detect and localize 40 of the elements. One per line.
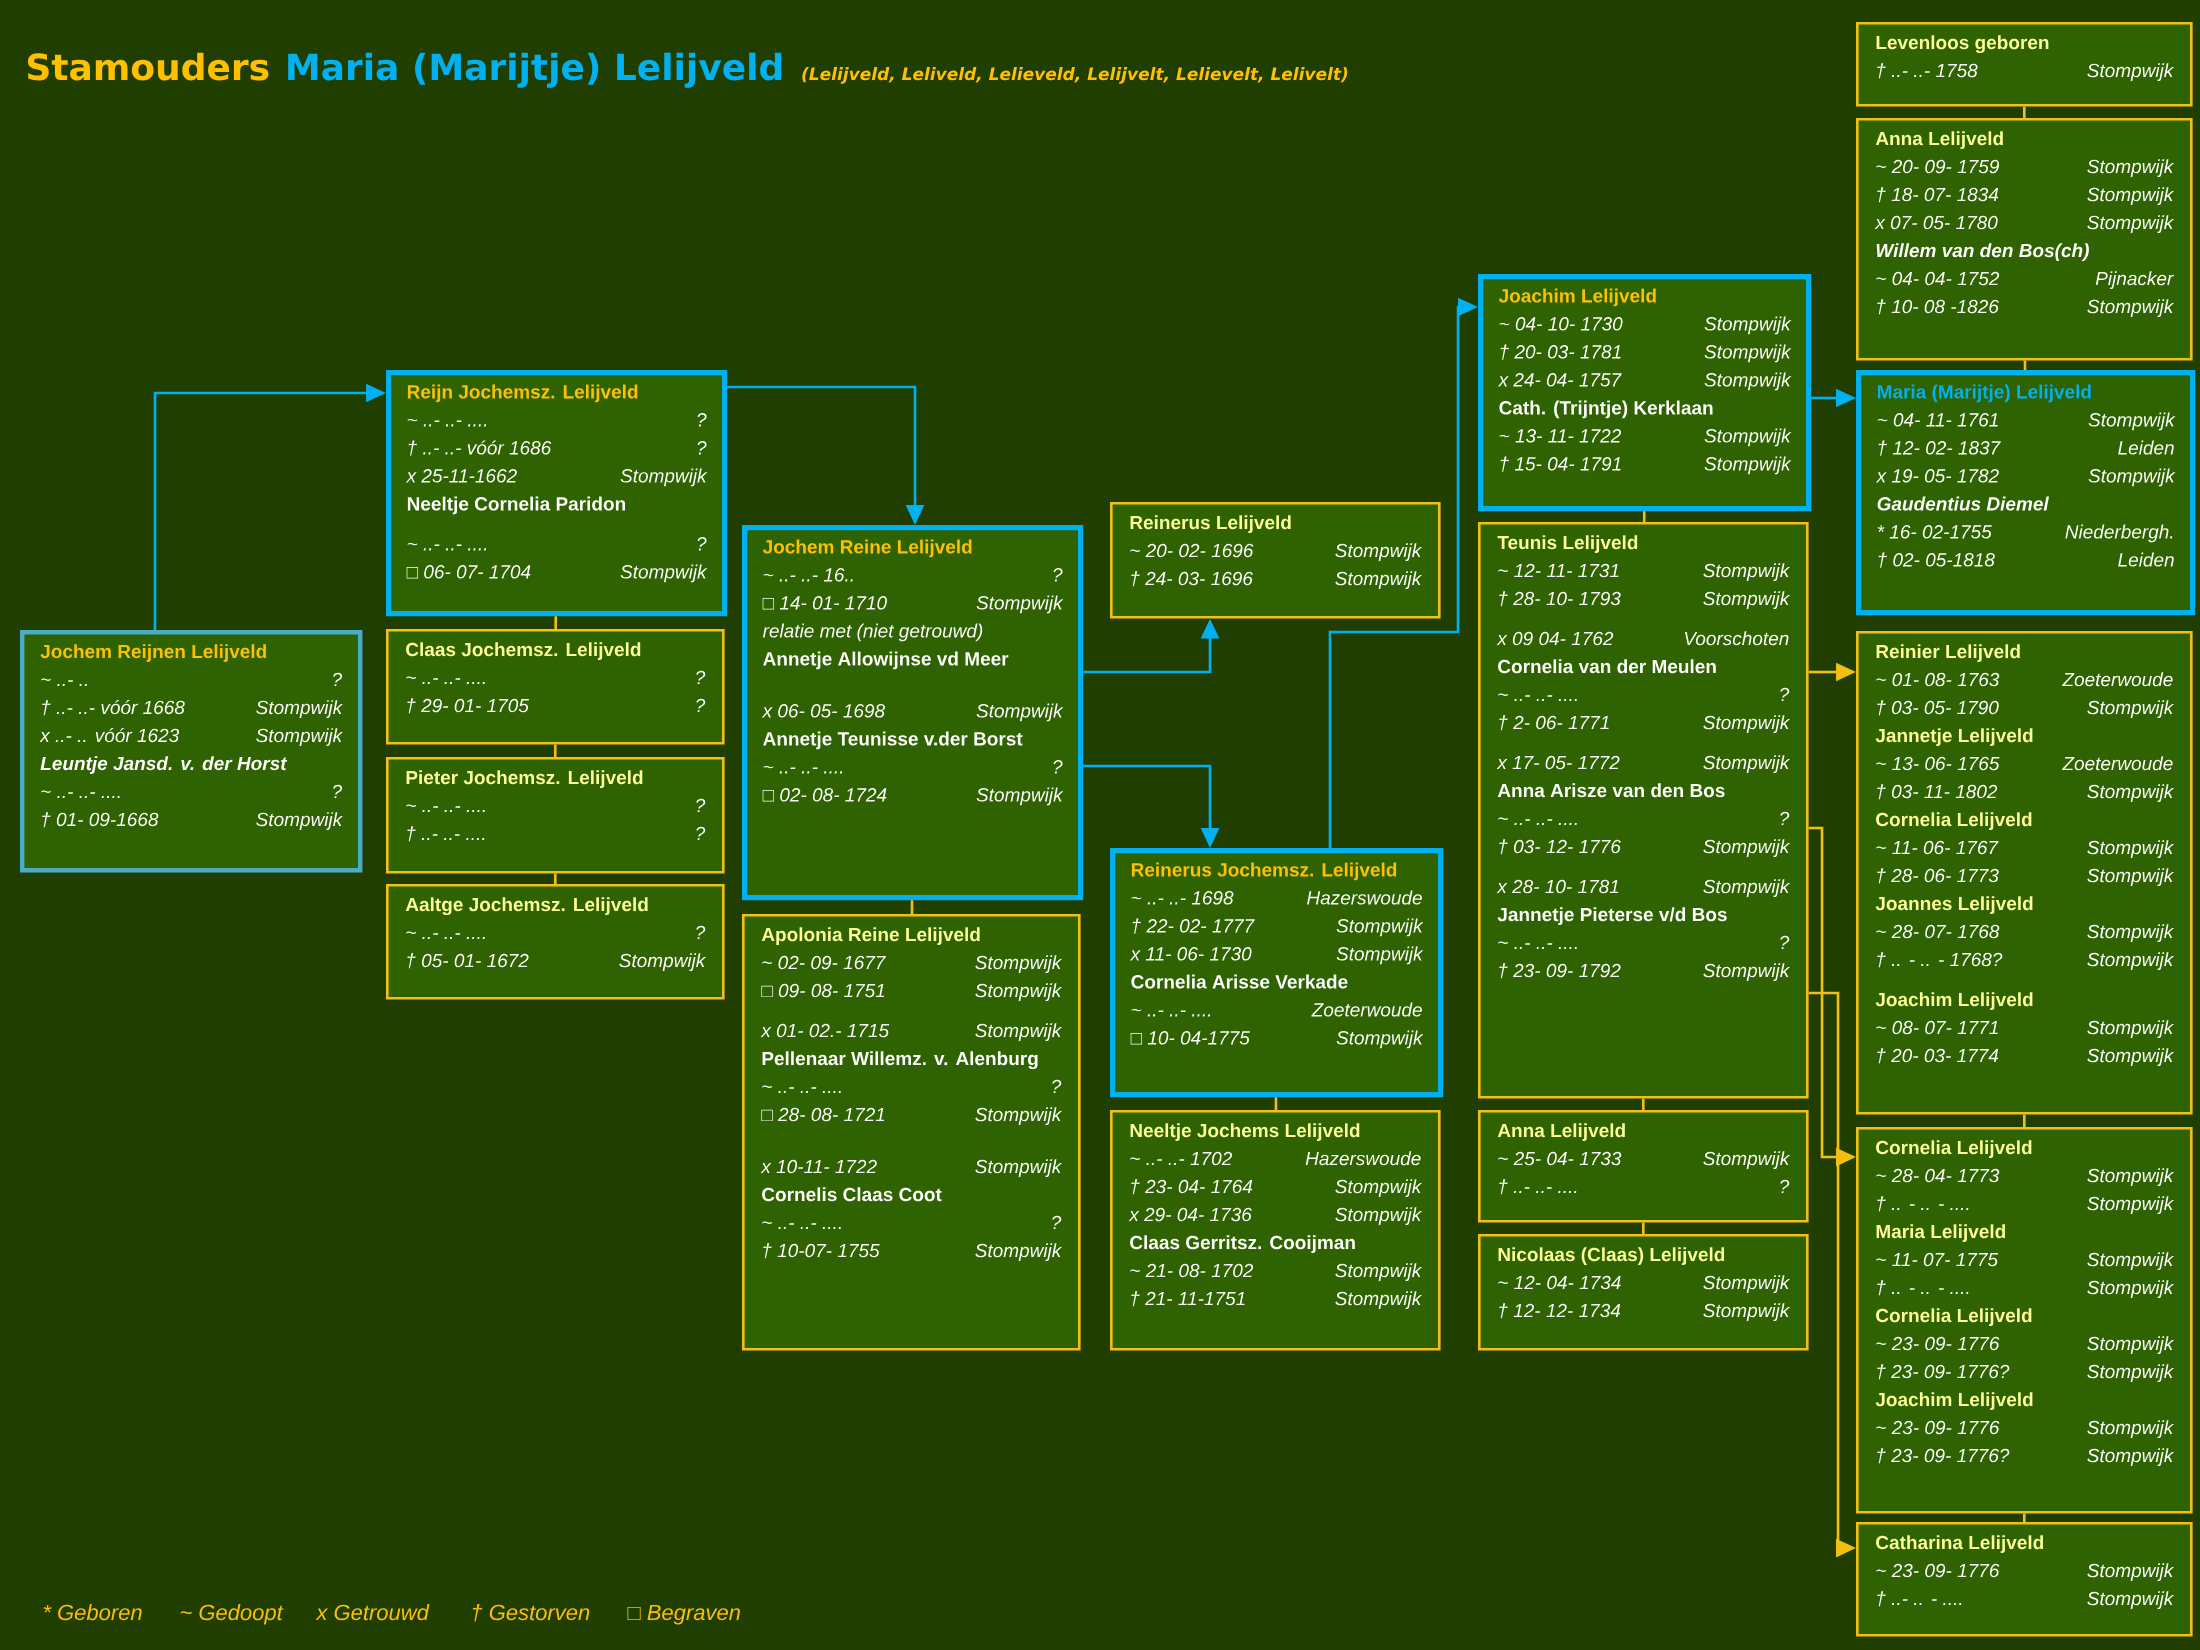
person-box: Apolonia Reine Lelijveld ~ 02- 09- 1677 Stompwijk □ 09- 08- 1751 Stompwijk x 01- 02.- 1715 Stompwijk Pellenaar Willemz. v. Alenburg ~ ..- ..- .... ? □ 28- 08- 1721 Stompwijk x 10-11- 1722 Stompwijk Cornelis Claas Coot ~ ..- ..- .... ? † 10-07- 1755 Stompwijk xyxy=(742,914,1081,1351)
person-box: Catharina Lelijveld ~ 23- 09- 1776 Stompwijk † ..- .. - .... Stompwijk xyxy=(1856,1522,2193,1637)
connector-line xyxy=(2023,106,2026,118)
siblings-box: Cornelia Lelijveld ~ 28- 04- 1773 Stompwijk † .. - .. - .... Stompwijk Maria Lelijveld ~ 11- 07- 1775 Stompwijk † .. - .. - .... Stompwijk Cornelia Lelijveld ~ 23- 09- 1776 Stompwijk † 23- 09- 1776? Stompwijk Joachim Lelijveld ~ 23- 09- 1776 Stompwijk † 23- 09- 1776? Stompwijk xyxy=(1856,1127,2193,1514)
legend-item: x Getrouwd xyxy=(315,1604,430,1621)
person-box: Anna Lelijveld ~ 25- 04- 1733 Stompwijk † ..- ..- .... ? xyxy=(1478,1110,1809,1223)
legend-item: ~ Gedoopt xyxy=(180,1604,284,1625)
person-box: Claas Jochemsz. Lelijveld ~ ..- ..- .... ? † 29- 01- 1705 ? xyxy=(386,629,725,745)
person-box: Maria (Marijtje) Lelijveld ~ 04- 11- 1761 Stompwijk † 12- 02- 1837 Leiden x 19- 05- 1782 Stompwijk Gaudentius Diemel * 16- 02-1755 Niederbergh. † 02- 05-1818 Leiden xyxy=(1856,370,2196,616)
connector-line xyxy=(910,900,914,914)
connector-line xyxy=(554,616,558,629)
person-box: Reinerus Lelijveld ~ 20- 02- 1696 Stompwijk † 24- 03- 1696 Stompwijk xyxy=(1110,502,1441,619)
person-box: Jochem Reine Lelijveld ~ ..- ..- 16.. ? □ 14- 01- 1710 Stompwijk relatie met (niet getrouwd) Annetje Allowijnse vd Meer x 06- 05- 1698 Stompwijk Annetje Teunisse v.der Borst ~ ..- ..- .... ? □ 02- 08- 1724 Stompwijk xyxy=(742,525,1084,901)
legend-item: □ Begraven xyxy=(627,1604,740,1625)
connector-line xyxy=(554,873,557,884)
person-box: Nicolaas (Claas) Lelijveld ~ 12- 04- 1734 Stompwijk † 12- 12- 1734 Stompwijk xyxy=(1478,1234,1809,1351)
connector-line xyxy=(2023,1513,2026,1522)
connector-line xyxy=(554,744,557,757)
name-variants: (Lelijveld, Leliveld, Lelieveld, Lelijvelt, Lelievelt, Lelivelt) xyxy=(802,67,1348,84)
person-box: Joachim Lelijveld ~ 04- 10- 1730 Stompwijk † 20- 03- 1781 Stompwijk x 24- 04- 1757 Stompwijk Cath. (Trijntje) Kerklaan ~ 13- 11- 1722 Stompwijk † 15- 04- 1791 Stompwijk xyxy=(1478,274,1812,512)
person-box: Reijn Jochemsz. Lelijveld ~ ..- ..- .... ? † ..- ..- vóór 1686 ? x 25-11-1662 Stompwijk Neeltje Cornelia Paridon ~ ..- ..- .... ? □ 06- 07- 1704 Stompwijk xyxy=(386,370,728,617)
connector-line xyxy=(2023,360,2027,370)
connector-line xyxy=(1642,1222,1645,1234)
connector-line xyxy=(2023,1114,2026,1127)
connector-line xyxy=(1274,1097,1278,1111)
person-box: Pieter Jochemsz. Lelijveld ~ ..- ..- .... ? † ..- ..- .... ? xyxy=(386,757,725,874)
person-box: Jochem Reijnen Lelijveld ~ ..- .. ? † ..- ..- vóór 1668 Stompwijk x ..- .. vóór 1623 Stompwijk Leuntje Jansd. v. der Horst ~ ..- ..- .... ? † 01- 09-1668 Stompwijk xyxy=(20,630,363,873)
person-box: Teunis Lelijveld ~ 12- 11- 1731 Stompwijk † 28- 10- 1793 Stompwijk x 09 04- 1762 Voorschoten Cornelia van der Meulen ~ ..- ..- .... ? † 2- 06- 1771 Stompwijk x 17- 05- 1772 Stompwijk Anna Arisze van den Bos ~ ..- ..- .... ? † 03- 12- 1776 Stompwijk x 28- 10- 1781 Stompwijk Jannetje Pieterse v/d Bos ~ ..- ..- .... ? † 23- 09- 1792 Stompwijk xyxy=(1478,522,1809,1099)
person-box: Aaltge Jochemsz. Lelijveld ~ ..- ..- .... ? † 05- 01- 1672 Stompwijk xyxy=(386,884,725,1000)
connector-line xyxy=(1642,1098,1645,1110)
legend-item: * Geboren xyxy=(43,1604,142,1621)
person-box: Neeltje Jochems Lelijveld ~ ..- ..- 1702 Hazerswoude † 23- 04- 1764 Stompwijk x 29- 04- 1736 Stompwijk Claas Gerritsz. Cooijman ~ 21- 08- 1702 Stompwijk † 21- 11-1751 Stompwijk xyxy=(1110,1110,1441,1351)
siblings-box: Reinier Lelijveld ~ 01- 08- 1763 Zoeterwoude † 03- 05- 1790 Stompwijk Jannetje Lelijveld ~ 13- 06- 1765 Zoeterwoude † 03- 11- 1802 Stompwijk Cornelia Lelijveld ~ 11- 06- 1767 Stompwijk † 28- 06- 1773 Stompwijk Joannes Lelijveld ~ 28- 07- 1768 Stompwijk † .. - .. - 1768? Stompwijk Joachim Lelijveld ~ 08- 07- 1771 Stompwijk † 20- 03- 1774 Stompwijk xyxy=(1856,631,2193,1115)
title: Stamouders xyxy=(28,52,269,81)
person-box: Levenloos geboren † ..- ..- 1758 Stompwijk xyxy=(1856,22,2193,107)
heading-name: Maria (Marijtje) Lelijveld xyxy=(288,52,782,88)
person-box: Reinerus Jochemsz. Lelijveld ~ ..- ..- 1698 Hazerswoude † 22- 02- 1777 Stompwijk x 11- 06- 1730 Stompwijk Cornelia Arisse Verkade ~ ..- ..- .... Zoeterwoude □ 10- 04-1775 Stompwijk xyxy=(1110,848,1444,1098)
person-box: Anna Lelijveld ~ 20- 09- 1759 Stompwijk † 18- 07- 1834 Stompwijk x 07- 05- 1780 Stompwijk Willem van den Bos(ch) ~ 04- 04- 1752 Pijnacker † 10- 08 -1826 Stompwijk xyxy=(1856,118,2193,361)
connector-line xyxy=(1642,511,1646,522)
legend-item: † Gestorven xyxy=(472,1604,590,1622)
